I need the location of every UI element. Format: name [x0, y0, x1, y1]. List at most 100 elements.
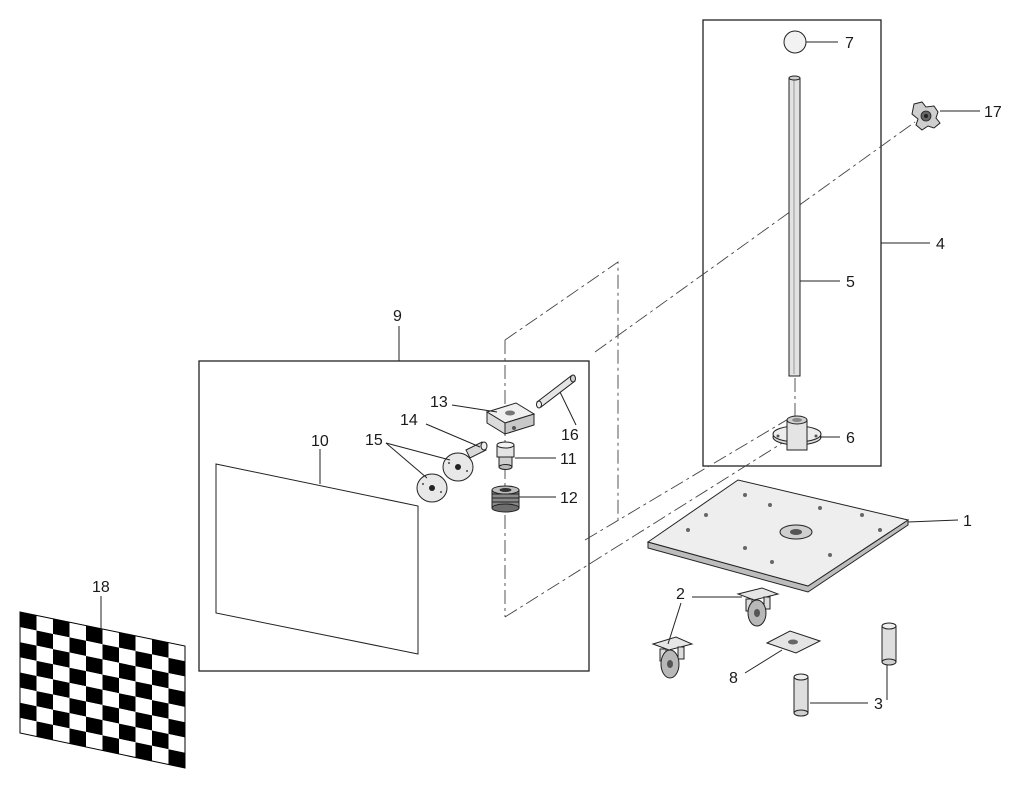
part-5-pole: [788, 75, 801, 377]
checker-cell: [20, 687, 37, 707]
checker-cell: [102, 659, 119, 678]
checker-cell: [53, 724, 70, 744]
checker-cell: [135, 727, 152, 746]
part-15-washer-back: [442, 452, 474, 482]
checker-cell: [36, 691, 53, 710]
checker-cell: [86, 640, 103, 660]
checker-cell: [69, 622, 86, 641]
checker-cell: [168, 749, 185, 768]
checker-cell: [69, 698, 86, 717]
label-10: 10: [311, 433, 329, 450]
part-11-connector: [496, 441, 515, 470]
checker-cell: [20, 657, 37, 676]
label-7: 7: [845, 35, 854, 52]
checker-cell: [135, 635, 152, 655]
checker-cell: [36, 660, 53, 680]
checker-cell: [168, 734, 185, 753]
checker-cell: [152, 639, 169, 658]
checker-cell: [102, 720, 119, 739]
label-11: 11: [560, 451, 577, 468]
checker-cell: [36, 645, 53, 665]
part-7-cap: [783, 30, 807, 54]
checker-cell: [119, 662, 136, 682]
checker-cell: [69, 637, 86, 656]
callout-labels: 7 17 4 5 6 1 2 3 8 9 10 11 12 13 14 15 1…: [92, 35, 1002, 713]
checker-cell: [168, 718, 185, 738]
checker-cell: [86, 625, 103, 645]
checker-cell: [69, 713, 86, 732]
checker-cell: [86, 671, 103, 690]
checker-cell: [36, 615, 53, 634]
checker-cell: [86, 701, 103, 721]
checker-cell: [20, 717, 37, 737]
label-18: 18: [92, 579, 110, 596]
part-8-plate: [765, 630, 822, 654]
checker-cell: [102, 674, 119, 694]
checker-cell: [168, 688, 185, 707]
checker-cell: [36, 721, 53, 740]
label-17: 17: [984, 104, 1002, 121]
label-8: 8: [729, 670, 738, 687]
checker-cell: [102, 735, 119, 754]
part-3-spacer-upper: [881, 622, 897, 666]
checker-cell: [53, 694, 70, 714]
part-2-caster-left: [651, 636, 694, 679]
part-1-base-plate: [646, 479, 910, 593]
checker-cell: [135, 666, 152, 685]
checker-cell: [102, 704, 119, 724]
checker-cell: [119, 632, 136, 652]
label-16: 16: [561, 427, 579, 444]
checker-cell: [20, 672, 37, 692]
checker-cell: [152, 745, 169, 765]
checker-cell: [152, 684, 169, 704]
assembly-lines: [504, 121, 916, 618]
checker-cell: [36, 675, 53, 695]
checker-cell: [119, 647, 136, 667]
label-4: 4: [936, 236, 945, 253]
part-12-threaded-ring: [491, 485, 520, 513]
checker-cell: [53, 633, 70, 653]
checker-cell: [69, 728, 86, 747]
leader-lines: [100, 41, 980, 704]
checker-cell: [69, 682, 86, 702]
part-13-clamp-block: [485, 402, 536, 435]
checker-cell: [102, 644, 119, 663]
checker-cell: [119, 693, 136, 712]
part-15-washer-front: [416, 473, 448, 503]
checker-cell: [86, 716, 103, 736]
label-3: 3: [874, 696, 883, 713]
checker-cell: [152, 669, 169, 689]
label-14: 14: [400, 412, 418, 429]
part-14-pin: [465, 441, 488, 459]
part-2-caster-right: [736, 587, 780, 627]
checker-cell: [168, 657, 185, 677]
checker-cell: [36, 706, 53, 725]
part-16-rod: [536, 374, 576, 409]
checker-cell: [152, 654, 169, 674]
checker-cell: [53, 679, 70, 699]
checker-cell: [20, 612, 37, 631]
part-18-checkerboard: [19, 611, 186, 769]
label-13: 13: [430, 394, 448, 411]
checker-cell: [86, 731, 103, 751]
checker-cell: [86, 655, 103, 675]
checker-cell: [69, 652, 86, 672]
checker-cell: [119, 738, 136, 758]
checker-cell: [135, 651, 152, 670]
checker-cell: [20, 702, 37, 722]
checker-cell: [53, 709, 70, 729]
label-1: 1: [963, 513, 972, 530]
checker-cell: [152, 700, 169, 719]
checker-cell: [119, 708, 136, 728]
checker-cell: [168, 703, 185, 723]
checker-cell: [53, 649, 70, 668]
checker-cell: [36, 630, 53, 650]
group-box-9: [198, 360, 590, 672]
checker-cell: [20, 642, 37, 661]
part-10-panel: [215, 463, 419, 655]
label-12: 12: [560, 490, 578, 507]
checker-cell: [135, 711, 152, 731]
label-9: 9: [393, 308, 402, 325]
